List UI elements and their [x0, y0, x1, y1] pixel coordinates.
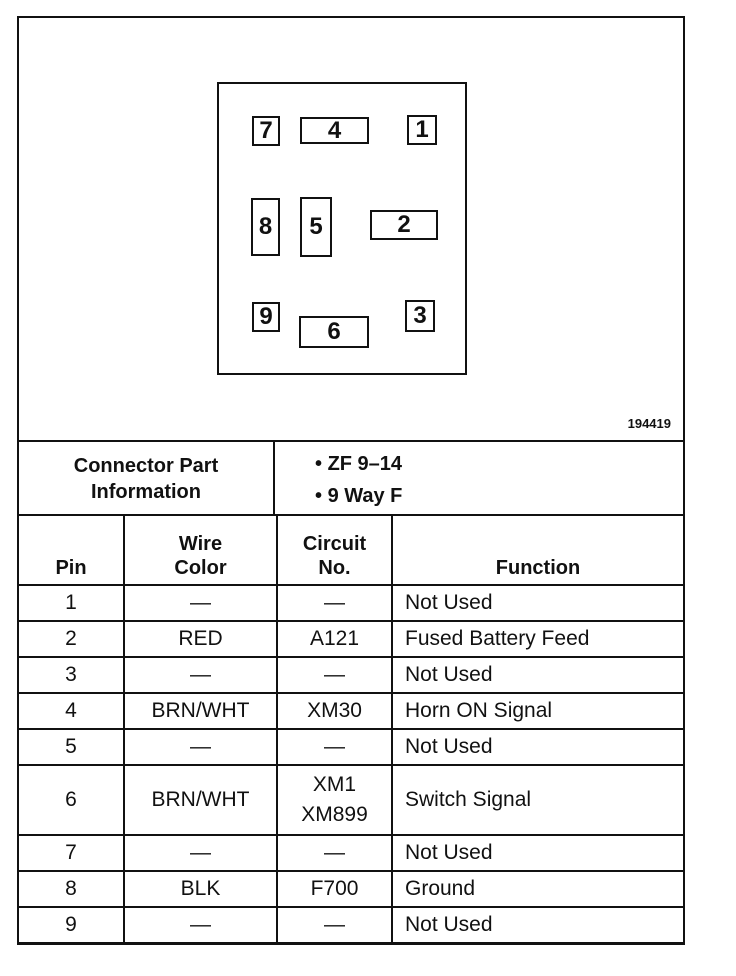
connector-info-item: • ZF 9–14: [315, 453, 403, 475]
table-row: 2 RED A121 Fused Battery Feed: [17, 620, 685, 658]
table-row: 7 — — Not Used: [17, 834, 685, 872]
function-cell: Horn ON Signal: [391, 692, 685, 730]
cavity-4: 4: [300, 117, 369, 144]
table-row: 9 — — Not Used: [17, 906, 685, 944]
wire-color-cell: —: [123, 584, 278, 622]
wire-color-cell: —: [123, 834, 278, 872]
connector-diagram: 7 4 1 8 5 2 9 6 3 194419: [19, 18, 683, 440]
table-row: 1 — — Not Used: [17, 584, 685, 622]
pin-cell: 9: [17, 906, 125, 944]
connector-info-list: • ZF 9–14 • 9 Way F: [315, 448, 402, 512]
connector-info-label-line2: Information: [91, 481, 201, 503]
circuit-cell: —: [276, 584, 393, 622]
wire-color-cell: —: [123, 728, 278, 766]
function-cell: Not Used: [391, 656, 685, 694]
pin-cell: 4: [17, 692, 125, 730]
table-row: 3 — — Not Used: [17, 656, 685, 694]
connector-sheet: 7 4 1 8 5 2 9 6 3 194419 Connector Part …: [17, 16, 685, 945]
circuit-cell: F700: [276, 870, 393, 908]
function-cell: Ground: [391, 870, 685, 908]
wire-color-cell: BRN/WHT: [123, 692, 278, 730]
function-cell: Not Used: [391, 906, 685, 944]
pin-cell: 3: [17, 656, 125, 694]
connector-info-label: Connector Part Information: [19, 442, 275, 516]
function-cell: Not Used: [391, 834, 685, 872]
table-row: 8 BLK F700 Ground: [17, 870, 685, 908]
figure-number: 194419: [627, 416, 671, 431]
function-cell: Fused Battery Feed: [391, 620, 685, 658]
pin-cell: 5: [17, 728, 125, 766]
cavity-9: 9: [252, 302, 280, 332]
pin-cell: 1: [17, 584, 125, 622]
connector-info-item: • 9 Way F: [315, 485, 403, 507]
wire-color-cell: BLK: [123, 870, 278, 908]
circuit-cell: A121: [276, 620, 393, 658]
wire-color-cell: —: [123, 906, 278, 944]
pin-cell: 2: [17, 620, 125, 658]
connector-info-label-line1: Connector Part: [73, 455, 219, 477]
circuit-cell: —: [276, 834, 393, 872]
function-cell: Not Used: [391, 728, 685, 766]
cavity-8: 8: [251, 198, 280, 256]
circuit-cell: —: [276, 728, 393, 766]
cavity-1: 1: [407, 115, 437, 145]
wire-color-cell: —: [123, 656, 278, 694]
header-pin: Pin: [17, 514, 125, 586]
cavity-3: 3: [405, 300, 435, 332]
table-row: 5 — — Not Used: [17, 728, 685, 766]
function-cell: Not Used: [391, 584, 685, 622]
cavity-5: 5: [300, 197, 332, 257]
connector-face: [217, 82, 467, 375]
table-row: 4 BRN/WHT XM30 Horn ON Signal: [17, 692, 685, 730]
pin-cell: 6: [17, 764, 125, 836]
pin-cell: 8: [17, 870, 125, 908]
connector-part-info: Connector Part Information • ZF 9–14 • 9…: [19, 440, 683, 516]
function-cell: Switch Signal: [391, 764, 685, 836]
circuit-cell: —: [276, 656, 393, 694]
circuit-cell: —: [276, 906, 393, 944]
cavity-2: 2: [370, 210, 438, 240]
cavity-6: 6: [299, 316, 369, 348]
pin-cell: 7: [17, 834, 125, 872]
wire-color-cell: RED: [123, 620, 278, 658]
cavity-7: 7: [252, 116, 280, 146]
circuit-cell: XM30: [276, 692, 393, 730]
header-function: Function: [391, 514, 685, 586]
wire-color-cell: BRN/WHT: [123, 764, 278, 836]
